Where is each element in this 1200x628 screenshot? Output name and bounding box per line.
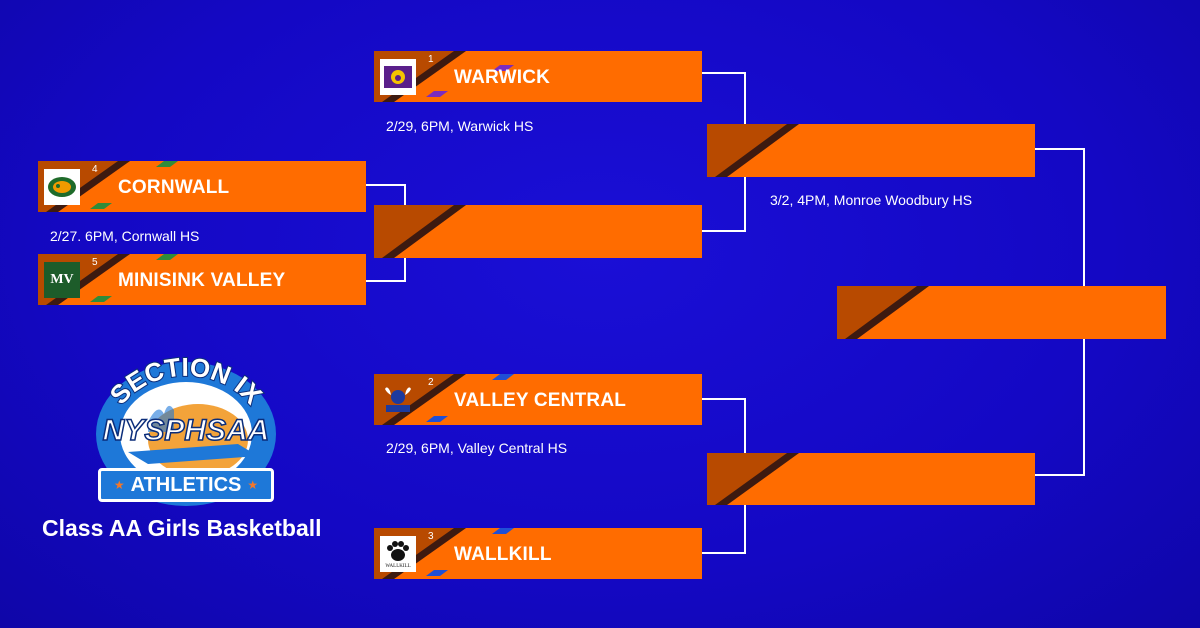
mv-logo-icon: MV	[44, 262, 80, 298]
mv-logo-text: MV	[50, 272, 74, 287]
seed-number: 3	[428, 531, 434, 542]
bracket-slot-champion[interactable]	[837, 286, 1166, 339]
team-name: MINISINK VALLEY	[118, 270, 286, 291]
star-icon: ★	[113, 478, 125, 492]
dragon-logo-icon	[44, 169, 80, 205]
slot-accent	[707, 453, 799, 505]
svg-text:SECTION IX: SECTION IX	[104, 352, 269, 410]
bracket-slot-semifinal-2-winner[interactable]	[707, 453, 1035, 505]
seed-number: 1	[428, 54, 434, 65]
team-slot-cornwall[interactable]: 4 CORNWALL	[38, 161, 366, 212]
star-icon: ★	[247, 478, 259, 492]
slot-accent	[837, 286, 929, 339]
game-info-final: 3/2, 4PM, Monroe Woodbury HS	[770, 192, 973, 208]
badge-nysphsaa-text: NYSPHSAA	[102, 413, 270, 448]
badge-section-text: SECTION IX	[103, 352, 270, 411]
game-info-warwick: 2/29, 6PM, Warwick HS	[386, 118, 534, 134]
team-name: CORNWALL	[118, 177, 230, 198]
badge-top-text: SECTION IX	[103, 352, 270, 411]
badge-athletics-banner: ★ ATHLETICS ★	[98, 468, 274, 502]
game-info-cornwall: 2/27. 6PM, Cornwall HS	[50, 228, 200, 244]
paw-print-logo-icon: WALLKILL	[380, 536, 416, 572]
team-slot-valley-central[interactable]: 2 VALLEY CENTRAL	[374, 374, 702, 425]
team-name: WARWICK	[454, 67, 551, 88]
slot-accent	[374, 205, 466, 258]
seed-number: 4	[92, 164, 98, 175]
event-title: Class AA Girls Basketball	[42, 515, 322, 541]
team-name: VALLEY CENTRAL	[454, 390, 627, 411]
badge-athletics-text: ATHLETICS	[130, 473, 242, 496]
seed-number: 2	[428, 377, 434, 388]
section-ix-badge: SECTION IX NYSPHSAA ★ ATHLETICS ★	[88, 352, 284, 508]
team-slot-minisink-valley[interactable]: MV 5 MINISINK VALLEY	[38, 254, 366, 305]
game-info-valley-central: 2/29, 6PM, Valley Central HS	[386, 440, 568, 456]
slot-accent	[707, 124, 799, 177]
wildcat-paw-logo-icon	[380, 59, 416, 95]
bracket-slot-semifinal-1-winner[interactable]	[707, 124, 1035, 177]
seed-number: 5	[92, 257, 98, 268]
team-name: WALLKILL	[454, 544, 552, 565]
slot-accent	[374, 374, 514, 425]
vikings-logo-icon	[380, 382, 416, 418]
team-slot-warwick[interactable]: 1 WARWICK	[374, 51, 702, 102]
team-slot-wallkill[interactable]: WALLKILL 3 WALLKILL	[374, 528, 702, 579]
wallkill-logo-text: WALLKILL	[385, 563, 411, 569]
bracket-slot-quarter-winner[interactable]	[374, 205, 702, 258]
